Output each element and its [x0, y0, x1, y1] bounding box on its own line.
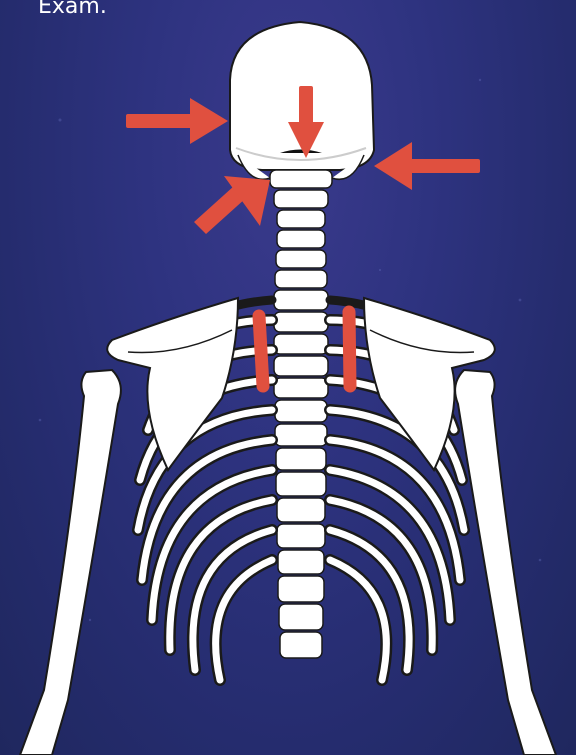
- arrow-left-occiput: [126, 98, 228, 144]
- arm-right: [455, 370, 556, 755]
- spine: [270, 170, 332, 658]
- arrow-right-mastoid: [374, 142, 480, 190]
- paraspinal-marker-right: [349, 312, 350, 386]
- paraspinal-marker-left: [259, 316, 263, 386]
- arrow-lower-left-cervical: [194, 176, 270, 234]
- arm-left: [20, 370, 121, 755]
- scapula-left: [107, 298, 238, 470]
